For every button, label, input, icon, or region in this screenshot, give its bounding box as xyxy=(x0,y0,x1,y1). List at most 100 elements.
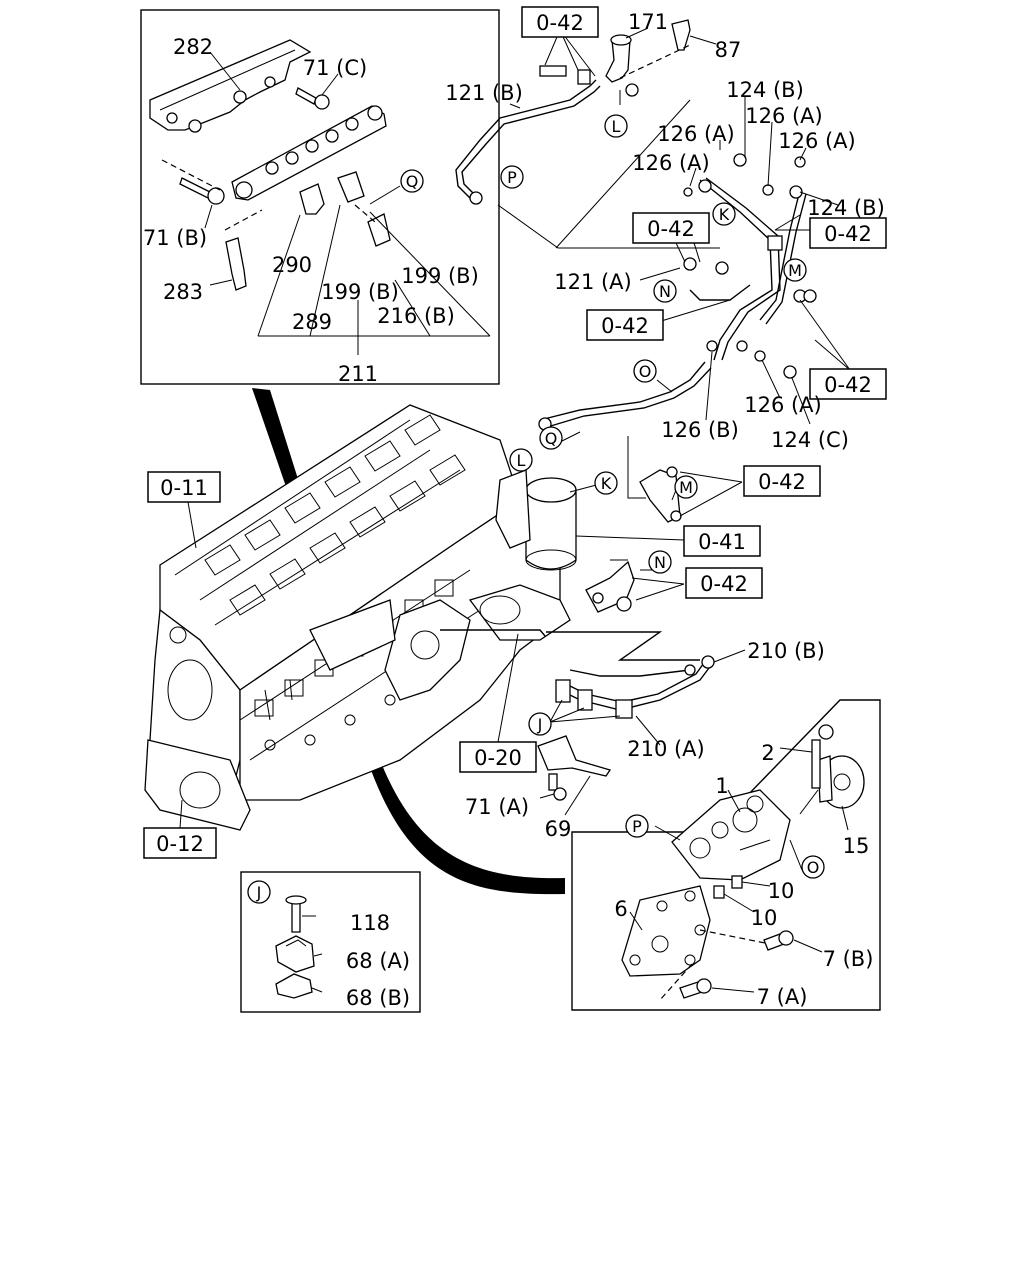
ref-box-label: 0-42 xyxy=(758,470,806,494)
inset-common-rail xyxy=(140,9,500,385)
ref-box-r042e: 0-42 xyxy=(809,368,887,400)
ref-box-label: 0-42 xyxy=(824,222,872,246)
reference-boxes: 0-42 0-42 0-42 0-42 0-42 0-42 0-41 0-42 0-11 0-20… xyxy=(143,6,887,859)
ref-box-label: 0-42 xyxy=(601,314,649,338)
callout-c10a: 10 xyxy=(768,879,795,903)
ref-box-r011: 0-11 xyxy=(147,471,221,503)
callout-c68b: 68 (B) xyxy=(346,986,410,1010)
circle-label-kN1: N xyxy=(653,279,677,303)
callout-c71b: 71 (B) xyxy=(143,226,207,250)
callout-c124c: 124 (C) xyxy=(771,428,849,452)
ref-box-r012: 0-12 xyxy=(143,827,217,859)
callout-c290: 290 xyxy=(272,253,312,277)
callout-c126a3: 126 (A) xyxy=(778,129,856,153)
circle-letter: M xyxy=(788,261,802,280)
callout-c211: 211 xyxy=(338,362,378,386)
circle-letter: Q xyxy=(406,172,419,191)
callout-c7a: 7 (A) xyxy=(757,985,808,1009)
ref-box-label: 0-42 xyxy=(700,572,748,596)
callout-c1: 1 xyxy=(715,774,728,798)
inset-injection-pump xyxy=(571,699,881,1011)
callout-c210a: 210 (A) xyxy=(627,737,705,761)
callout-c71a: 71 (A) xyxy=(465,795,529,819)
circle-label-kJ2: J xyxy=(247,880,271,904)
callout-c69: 69 xyxy=(545,817,572,841)
ref-box-r042g: 0-42 xyxy=(685,567,763,599)
callout-c171: 171 xyxy=(628,10,668,34)
callout-c2: 2 xyxy=(761,741,774,765)
circle-label-kO2: O xyxy=(801,855,825,879)
fuel-pipes-upper xyxy=(455,19,851,443)
circle-label-kP1: P xyxy=(500,165,524,189)
engine-block xyxy=(144,404,571,831)
circle-letter: K xyxy=(601,474,612,493)
circle-label-kM1: M xyxy=(783,258,807,282)
circle-label-kN2: N xyxy=(648,550,672,574)
circle-label-kQ2: Q xyxy=(539,426,563,450)
ref-box-r041: 0-41 xyxy=(683,525,761,557)
ref-box-label: 0-42 xyxy=(536,11,584,35)
callout-c121b: 121 (B) xyxy=(445,81,523,105)
ref-box-r042f: 0-42 xyxy=(743,465,821,497)
inset-clip xyxy=(240,871,421,1013)
circle-letter: K xyxy=(719,205,730,224)
callout-c10b: 10 xyxy=(751,906,778,930)
callout-c121a: 121 (A) xyxy=(554,270,632,294)
callout-c71c: 71 (C) xyxy=(303,56,367,80)
callout-c216b: 216 (B) xyxy=(377,304,455,328)
callout-c126a4: 126 (A) xyxy=(632,151,710,175)
callout-c6: 6 xyxy=(614,897,627,921)
callout-c126b: 126 (B) xyxy=(661,418,739,442)
circle-letter: O xyxy=(807,858,820,877)
pump-pipes xyxy=(537,631,746,816)
circle-label-kJ1: J xyxy=(528,712,552,736)
ref-box-r042d: 0-42 xyxy=(586,309,664,341)
circle-letter: M xyxy=(679,478,693,497)
ref-box-label: 0-12 xyxy=(156,832,204,856)
circle-label-kL1: L xyxy=(604,114,628,138)
circle-letter: L xyxy=(612,117,621,136)
leader-0-12 xyxy=(179,799,183,829)
ref-box-label: 0-42 xyxy=(824,373,872,397)
callout-c68a: 68 (A) xyxy=(346,949,410,973)
callout-c126a2: 126 (A) xyxy=(657,122,735,146)
leader-0-11 xyxy=(187,501,197,549)
ref-box-label: 0-20 xyxy=(474,746,522,770)
callout-c282: 282 xyxy=(173,35,213,59)
circle-label-kK2: K xyxy=(594,471,618,495)
circle-letter: O xyxy=(639,362,652,381)
callout-c118: 118 xyxy=(350,911,390,935)
circle-letter: J xyxy=(256,883,262,902)
circle-label-kP2: P xyxy=(625,814,649,838)
callout-c126a1: 126 (A) xyxy=(745,104,823,128)
circle-letter: J xyxy=(537,715,543,734)
detail-connector-curve xyxy=(368,760,565,895)
callout-c126a5: 126 (A) xyxy=(744,393,822,417)
ref-box-label: 0-11 xyxy=(160,476,208,500)
callout-c124b1: 124 (B) xyxy=(726,78,804,102)
ref-box-r042c: 0-42 xyxy=(809,217,887,249)
circle-letter: L xyxy=(517,451,526,470)
circle-letter: N xyxy=(654,553,666,572)
ref-box-r020: 0-20 xyxy=(459,741,537,773)
callout-c15: 15 xyxy=(843,834,870,858)
circle-letter: P xyxy=(632,817,642,836)
callout-c124b2: 124 (B) xyxy=(807,196,885,220)
ref-box-label: 0-41 xyxy=(698,530,746,554)
circle-label-kM2: M xyxy=(674,475,698,499)
circle-letter: Q xyxy=(545,429,558,448)
callout-c289: 289 xyxy=(292,310,332,334)
ref-box-r042a: 0-42 xyxy=(521,6,599,38)
circle-letter: N xyxy=(659,282,671,301)
leader-0-20 xyxy=(497,633,519,743)
callout-c87: 87 xyxy=(715,38,742,62)
callout-c210b: 210 (B) xyxy=(747,639,825,663)
ref-box-r042b: 0-42 xyxy=(632,212,710,244)
ref-box-label: 0-42 xyxy=(647,217,695,241)
circle-label-kO1: O xyxy=(633,359,657,383)
filter-bracket xyxy=(585,436,743,613)
callout-c283: 283 xyxy=(163,280,203,304)
